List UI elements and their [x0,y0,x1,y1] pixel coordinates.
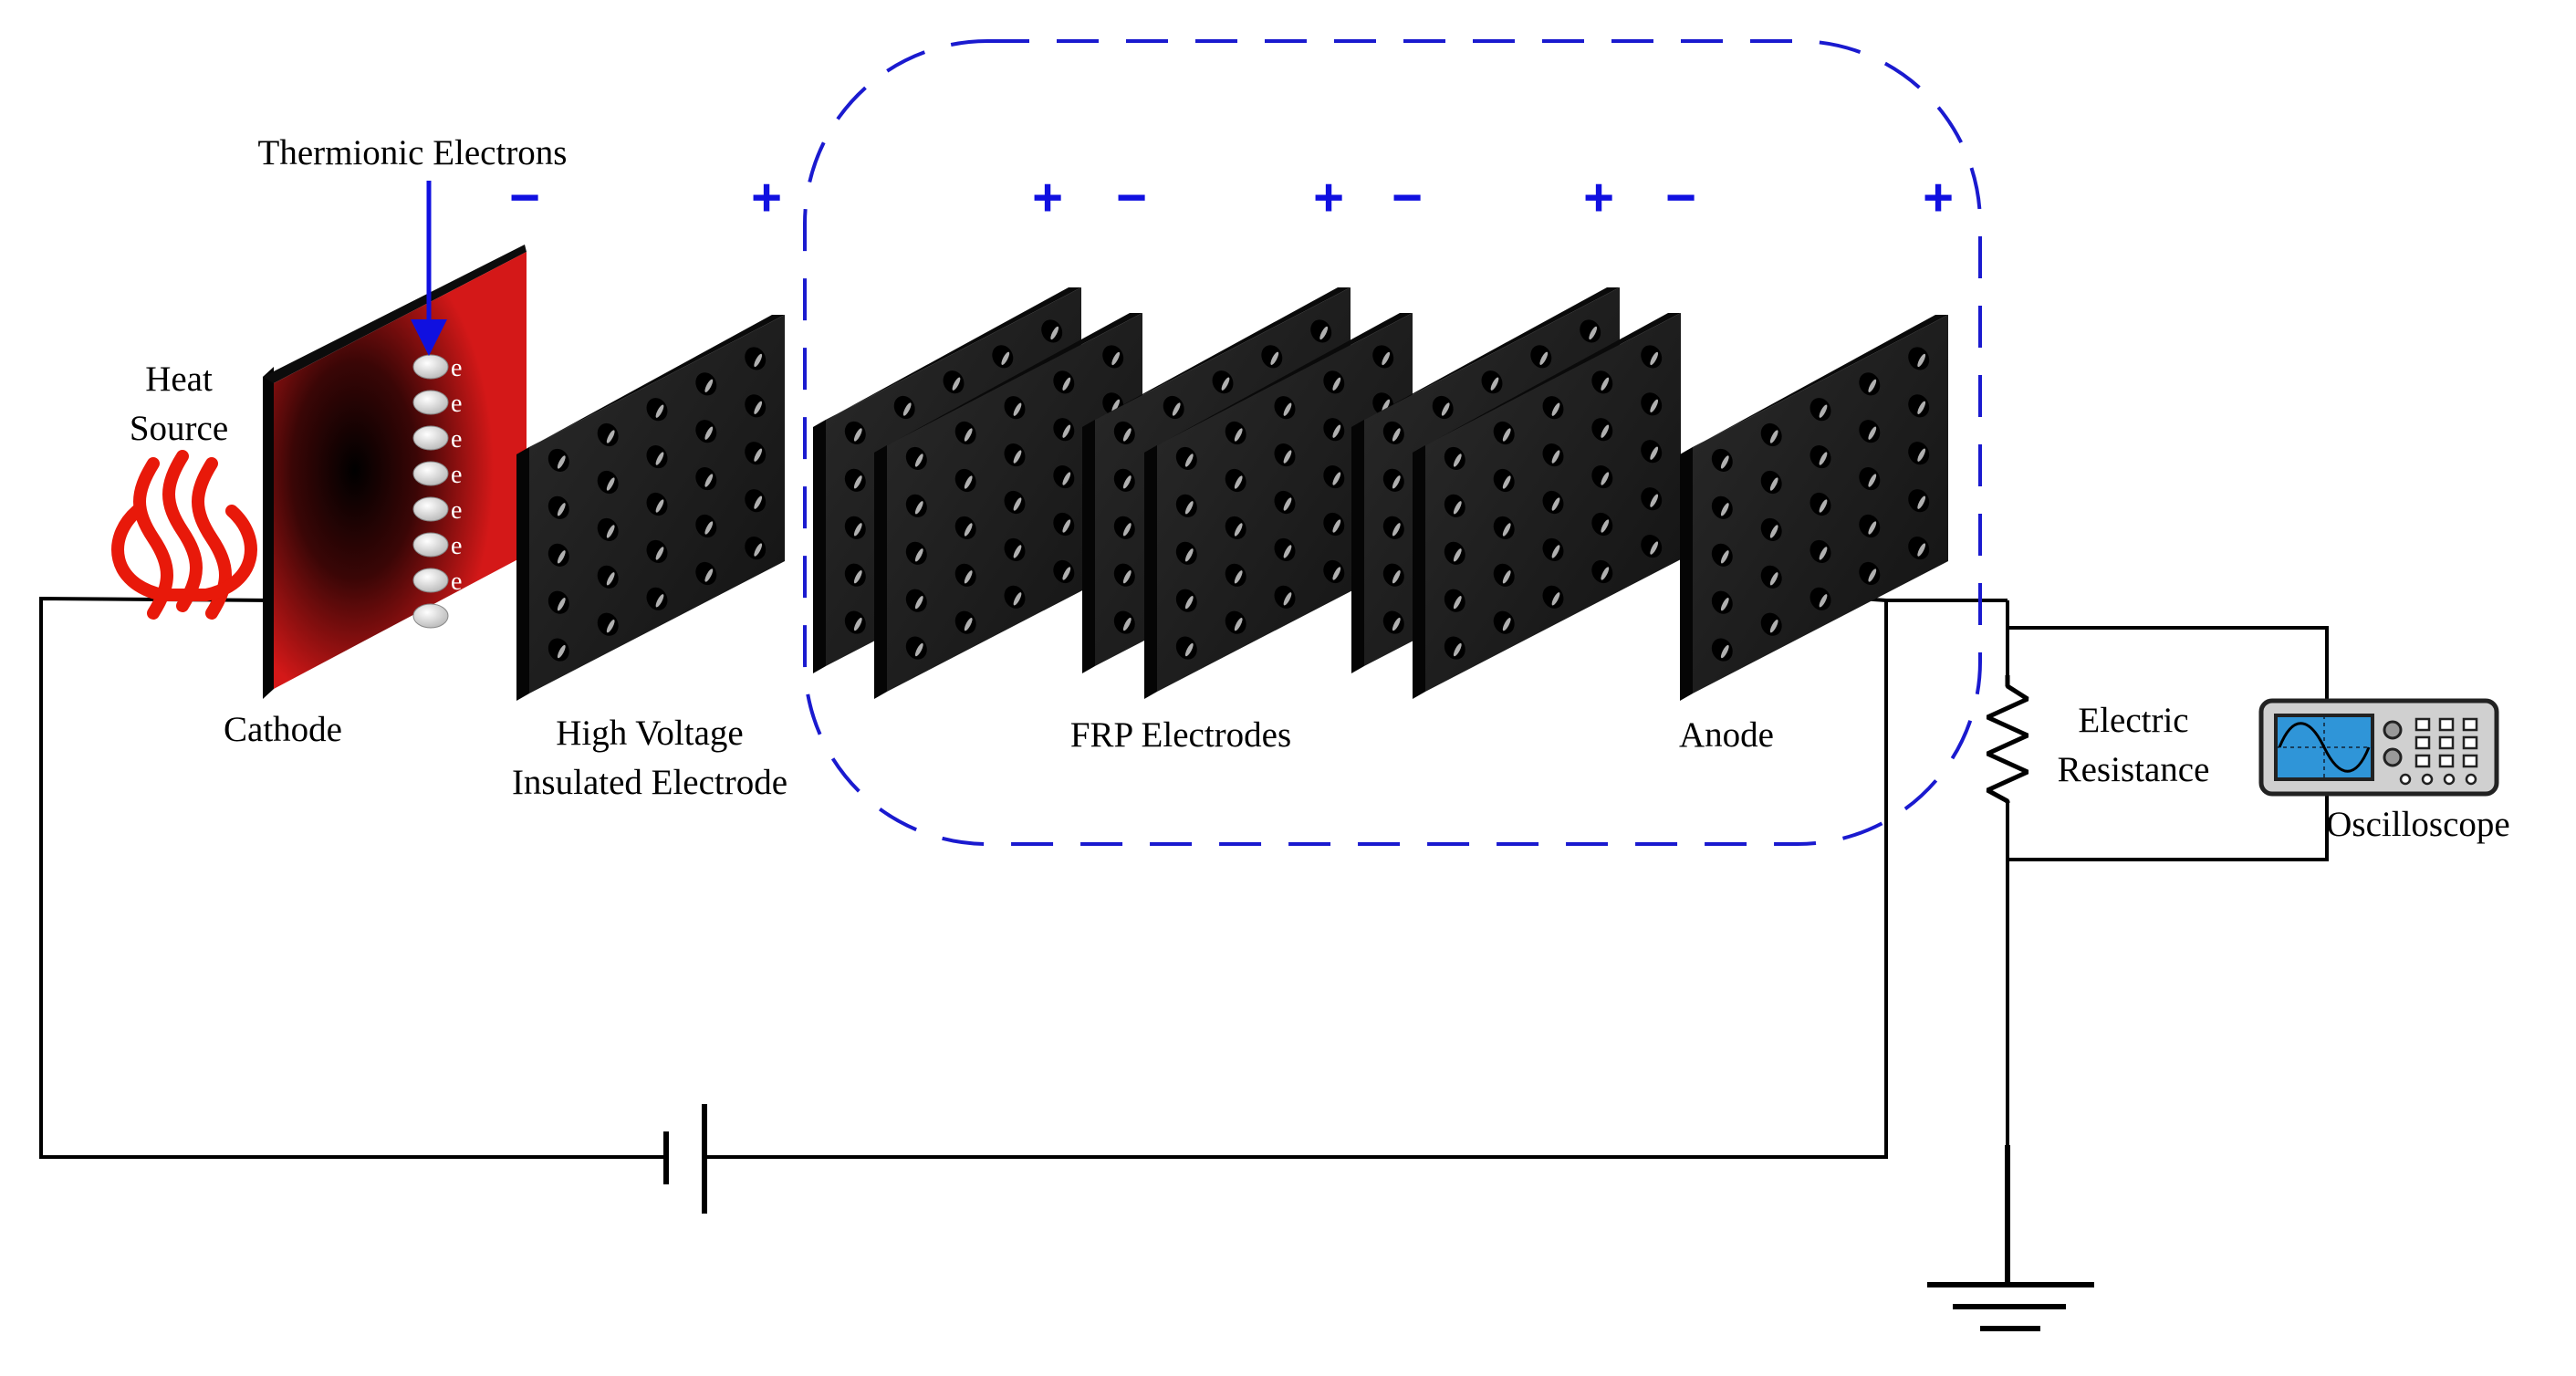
electron: e [412,568,462,596]
electron-symbol: e [451,568,462,596]
frp-region-outline [803,39,1982,846]
electron-symbol: e [451,390,462,418]
polarity-minus-frp3: − [1665,168,1696,227]
cathode-plate [263,245,527,699]
electron: e [412,425,462,453]
polarity-minus-hv: − [509,168,540,227]
electron-symbol: e [451,532,462,560]
hv-insulated-electrode-plate [516,315,785,701]
frp-electrode-plate-1b [874,313,1142,699]
frp-electrode-plate-3b [1413,313,1681,699]
battery-icon [604,1104,768,1214]
electron: e [412,532,462,560]
electron [412,603,449,629]
polarity-minus-frp2: − [1392,168,1423,227]
hv-electrode-label-line1: High Voltage [556,714,743,753]
thermionic-electrons-label: Thermionic Electrons [258,133,568,172]
heat-source-icon [111,450,257,620]
polarity-minus-frp1: − [1116,168,1147,227]
anode-label: Anode [1679,715,1774,755]
polarity-plus-frp2: + [1313,168,1344,227]
hv-electrode-label-line2: Insulated Electrode [512,763,787,802]
heat-source-label-line2: Source [130,409,228,448]
anode-plate [1680,315,1948,701]
electron-symbol: e [451,425,462,453]
polarity-plus-anode: + [1923,168,1954,227]
electron: e [412,496,462,525]
circuit-wires [39,596,2329,1159]
oscilloscope-icon [2258,698,2499,797]
electron: e [412,390,462,418]
electron: e [412,461,462,489]
frp-electrodes-label: FRP Electrodes [1070,715,1291,755]
wire-scope-top [2008,626,2329,703]
polarity-plus-frp1: + [1032,168,1063,227]
ground-icon [1927,1145,2094,1331]
resistance-label-line1: Electric [2078,701,2188,740]
polarity-plus-hv: + [751,168,782,227]
electron: e [412,354,462,382]
electron-symbol: e [451,496,462,525]
resistance-label-line2: Resistance [2058,750,2210,789]
wire-scope-bottom [2008,794,2329,861]
wire-battery-right [768,596,1888,1159]
heat-source-label-line1: Heat [145,360,213,399]
electron-symbol: e [451,461,462,489]
electrode-plates [516,287,1948,701]
electron-symbol: e [451,354,462,382]
oscilloscope-label: Oscilloscope [2326,805,2509,844]
cathode-label: Cathode [224,710,342,749]
polarity-plus-frp3: + [1583,168,1614,227]
resistor-icon [1986,675,2029,804]
